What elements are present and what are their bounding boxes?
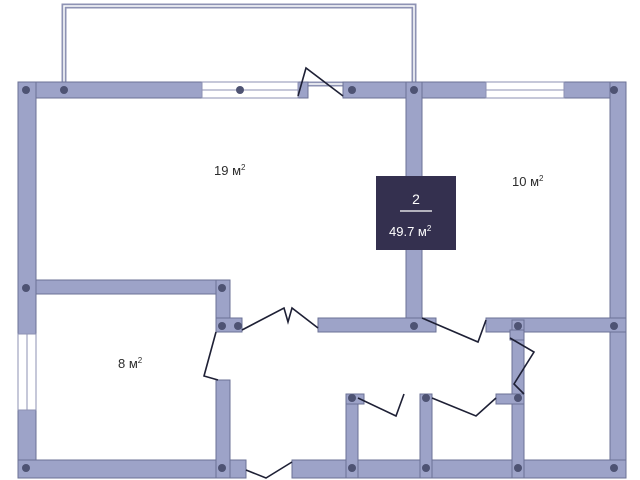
door-entrance [245,461,293,479]
inner-walls [35,81,627,479]
door-bath-right [431,397,497,417]
door-balcony [297,66,344,97]
room-label-bedroom: 10 м2 [512,174,544,189]
wall-hall-top-right [485,317,627,333]
wall-left-upper [17,81,37,335]
wall-bottom-right [291,459,627,479]
badge-rooms-count: 2 [412,191,420,207]
doors [203,66,536,479]
wall-right [609,81,627,479]
wall-small-room-right-lower [215,379,231,479]
wall-bottom-left [17,459,247,479]
door-bedroom [421,317,487,344]
door-bath-left [357,393,405,418]
balcony [61,3,417,87]
outer-walls [17,81,627,479]
windows [17,81,565,411]
door-small-room [203,331,219,381]
wall-small-room-top [35,279,231,295]
wall-hall-top [317,317,437,333]
wall-top-left [17,81,203,99]
door-closet [509,337,536,395]
wall-closet-stub [509,329,525,341]
door-hall-double [241,306,319,331]
room-label-living: 19 м2 [214,163,246,178]
badge-total-area: 49.7 м2 [389,224,432,239]
summary-badge: 2 49.7 м2 [376,176,456,250]
room-label-small-room: 8 м2 [118,356,143,371]
columns [22,86,618,472]
